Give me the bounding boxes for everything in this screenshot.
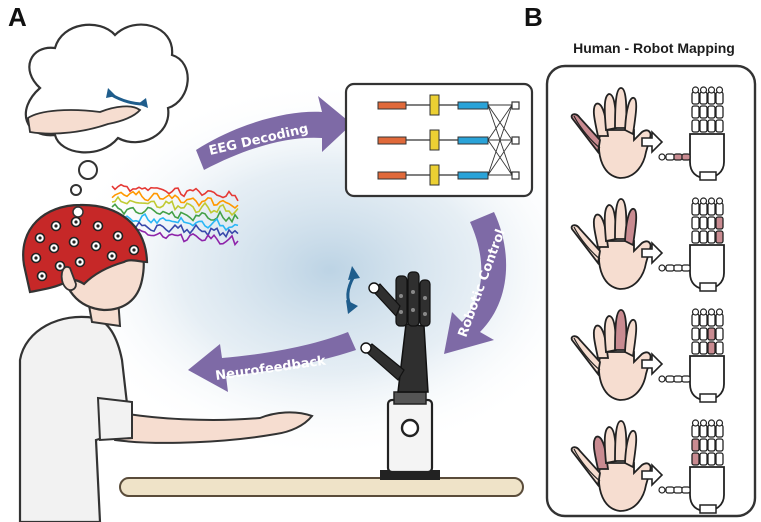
eeg-wave — [111, 183, 239, 202]
robot-motion-arrow — [346, 266, 360, 314]
person-arm — [106, 408, 314, 444]
decoder-connection — [487, 104, 513, 176]
robot-hand-schematic — [658, 197, 725, 292]
outline-arrow-icon — [641, 463, 664, 487]
mapping-row — [570, 86, 725, 181]
decoder-connection — [487, 104, 513, 141]
decoder-row — [377, 164, 520, 186]
panel-b-letter: B — [524, 2, 543, 32]
person-ear — [60, 265, 77, 291]
mapping-title: Human - Robot Mapping — [573, 40, 735, 56]
decoder-box — [344, 82, 534, 198]
decoder-connection — [487, 139, 513, 176]
eeg-cap-icon — [22, 203, 149, 294]
panel-a-letter: A — [8, 2, 27, 32]
person — [18, 203, 314, 522]
human-hand-icon — [570, 87, 652, 179]
robot-hand-schematic — [658, 86, 725, 181]
table — [119, 477, 524, 497]
human-hand-icon — [570, 309, 652, 401]
imagined-hand — [27, 105, 142, 135]
mapping-row — [570, 197, 725, 292]
eeg-wave — [111, 190, 239, 210]
eeg-wave — [111, 195, 239, 217]
human-hand-icon — [570, 198, 652, 290]
decoder-row — [377, 129, 520, 151]
thought-bubble-icon — [24, 23, 189, 196]
decoder-output-block — [457, 171, 489, 180]
human-hand-icon — [570, 420, 652, 512]
outline-arrow-icon — [641, 352, 664, 376]
robot-hand-schematic — [658, 419, 725, 514]
mapping-row — [570, 308, 725, 403]
robot-hand-schematic — [658, 308, 725, 403]
robot-hand-icon — [346, 266, 440, 480]
outline-arrow-icon — [641, 241, 664, 265]
eeg-wave — [111, 212, 239, 232]
mapping-row — [570, 419, 725, 514]
decoder-output-node — [511, 171, 520, 180]
outline-arrow-icon — [641, 130, 664, 154]
